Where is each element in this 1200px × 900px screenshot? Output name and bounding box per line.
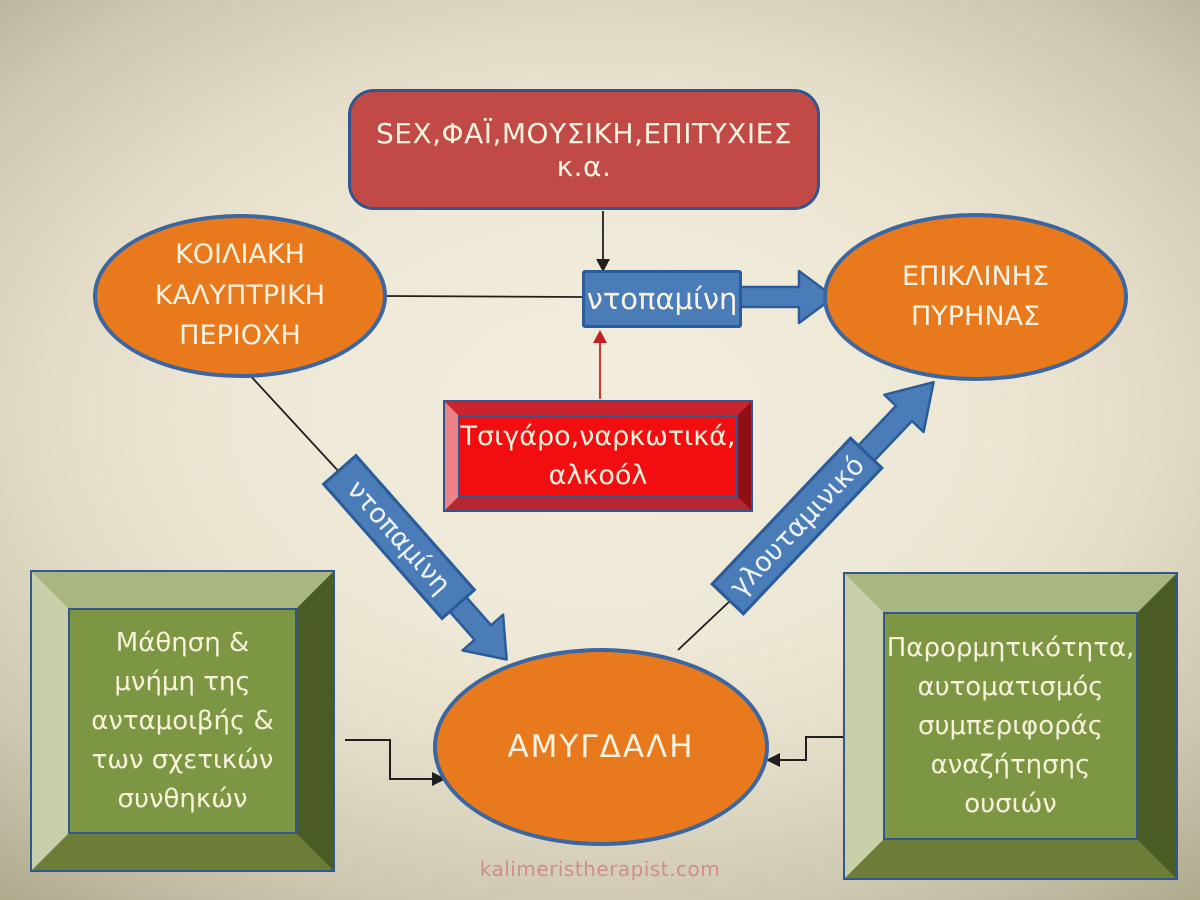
impulsivity-panel: Παρορμητικότητα, αυτοματισμός συμπεριφορ…: [883, 612, 1138, 840]
node-accumbens-line: ΕΠΙΚΛΙΝΗΣ: [901, 260, 1050, 292]
line-amygdala-to-glutamate: [677, 599, 732, 651]
node-stimuli-label: SEX,ΦΑΪ,ΜΟΥΣΙΚΗ,ΕΠΙΤΥΧΙΕΣ κ.α.: [376, 116, 792, 183]
node-nucleus-accumbens: ΕΠΙΚΛΙΝΗΣ ΠΥΡΗΝΑΣ: [823, 213, 1128, 381]
node-substances-line: αλκοόλ: [548, 460, 648, 491]
node-dopamine-relay-label: ντοπαμίνη: [586, 282, 738, 316]
substances-panel: Τσιγάρο,ναρκωτικά, αλκοόλ: [458, 415, 738, 497]
node-vta-line: ΠΕΡΙΟΧΗ: [179, 320, 301, 352]
impulsivity-bevel-frame: Παρορμητικότητα, αυτοματισμός συμπεριφορ…: [845, 574, 1176, 878]
node-reward-learning-line: συνθηκών: [117, 783, 248, 814]
node-ventral-tegmental-area: ΚΟΙΛΙΑΚΗ ΚΑΛΥΠΤΡΙΚΗ ΠΕΡΙΟΧΗ: [93, 214, 387, 378]
node-impulsivity-line: αυτοματισμός: [917, 671, 1104, 702]
reward-learning-panel: Μάθηση & μνήμη της ανταμοιβής & των σχετ…: [68, 608, 297, 834]
edge-label-dopamine-text: ντοπαμίνη: [340, 474, 458, 600]
node-amygdala-label: ΑΜΥΓΔΑΛΗ: [507, 728, 695, 765]
node-reward-learning-line: ανταμοιβής &: [91, 705, 274, 736]
node-reward-learning-line: των σχετικών: [91, 744, 274, 775]
node-reward-learning-line: Μάθηση &: [115, 627, 250, 658]
line-vta-to-dopamine: [385, 295, 583, 298]
node-stimuli: SEX,ΦΑΪ,ΜΟΥΣΙΚΗ,ΕΠΙΤΥΧΙΕΣ κ.α.: [348, 89, 820, 210]
node-impulsivity: Παρορμητικότητα, αυτοματισμός συμπεριφορ…: [843, 572, 1178, 880]
node-impulsivity-line: αναζήτησης: [930, 749, 1091, 780]
node-substances-line: Τσιγάρο,ναρκωτικά,: [460, 420, 736, 452]
node-dopamine-relay: ντοπαμίνη: [582, 270, 742, 328]
arrow-learning-to-amygdala: [345, 739, 433, 780]
node-substances: Τσιγάρο,ναρκωτικά, αλκοόλ: [443, 400, 753, 512]
node-reward-learning-line: μνήμη της: [114, 666, 251, 697]
watermark-text: kalimeristherapist.com: [479, 857, 721, 881]
node-vta-line: ΚΑΛΥΠΤΡΙΚΗ: [154, 279, 326, 311]
arrow-impulsivity-to-amygdala: [779, 736, 843, 761]
node-reward-learning: Μάθηση & μνήμη της ανταμοιβής & των σχετ…: [30, 570, 335, 872]
node-impulsivity-line: συμπεριφοράς: [917, 710, 1104, 741]
reward-learning-bevel-frame: Μάθηση & μνήμη της ανταμοιβής & των σχετ…: [32, 572, 333, 870]
block-arrow-dopamine-to-accumbens: [738, 269, 836, 325]
node-impulsivity-line: ουσιών: [964, 788, 1057, 819]
line-vta-to-amygdala: [246, 371, 342, 475]
node-vta-line: ΚΟΙΛΙΑΚΗ: [175, 239, 305, 271]
node-accumbens-line: ΠΥΡΗΝΑΣ: [910, 301, 1041, 332]
substances-bevel-frame: Τσιγάρο,ναρκωτικά, αλκοόλ: [445, 402, 751, 510]
arrowhead-substances-to-dopamine: [593, 330, 607, 343]
node-impulsivity-line: Παρορμητικότητα,: [886, 632, 1135, 663]
node-amygdala: ΑΜΥΓΔΑΛΗ: [433, 648, 769, 846]
